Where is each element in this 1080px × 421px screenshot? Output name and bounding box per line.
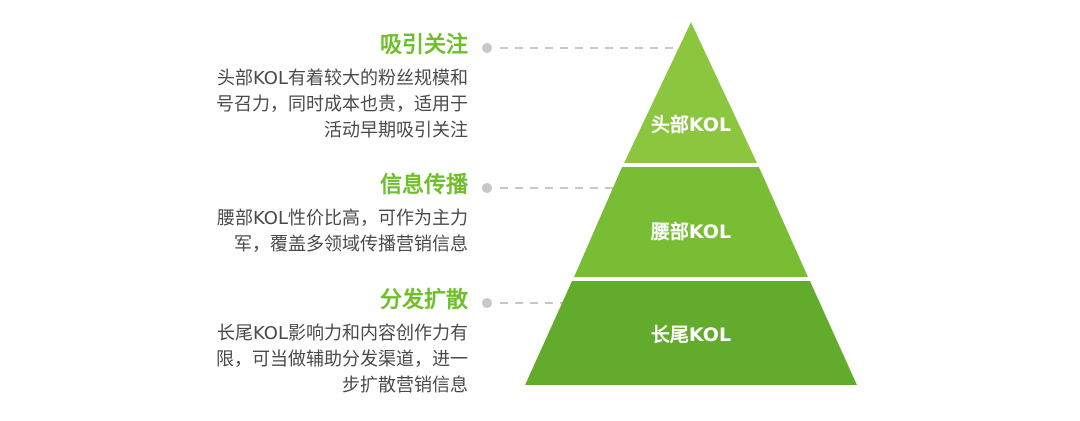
tier-2-desc-line: 军，覆盖多领域传播营销信息 (234, 234, 468, 255)
tier-3-description: 长尾KOL影响力和内容创作力有 限，可当做辅助分发渠道，进一 步扩散营销信息 (216, 321, 468, 399)
tier-1-desc-line: 号召力，同时成本也贵，适用于 (216, 94, 468, 115)
tier-3-title: 分发扩散 (379, 288, 468, 313)
tier-2-description-block: 信息传播 腰部KOL性价比高，可作为主力 军，覆盖多领域传播营销信息 (217, 172, 468, 258)
tier-3-desc-line: 长尾KOL影响力和内容创作力有 (216, 323, 468, 344)
tier-2-shape (574, 167, 808, 277)
tier-3-shape (525, 281, 857, 385)
tier-2-label: 腰部KOL (650, 220, 731, 243)
tier-3-description-block: 分发扩散 长尾KOL影响力和内容创作力有 限，可当做辅助分发渠道，进一 步扩散营… (216, 287, 468, 399)
tier-1-description: 头部KOL有着较大的粉丝规模和 号召力，同时成本也贵，适用于 活动早期吸引关注 (216, 66, 468, 144)
tier-1-label: 头部KOL (651, 113, 731, 136)
tier-2-connector-dot (482, 183, 492, 193)
tier-1-desc-line: 活动早期吸引关注 (324, 120, 468, 141)
tier-1-connector-dot (482, 43, 492, 53)
tier-1-desc-line: 头部KOL有着较大的粉丝规模和 (216, 68, 468, 89)
tier-3-desc-line: 限，可当做辅助分发渠道，进一 (216, 349, 468, 370)
tier-3-label: 长尾KOL (651, 324, 731, 346)
tier-2-description: 腰部KOL性价比高，可作为主力 军，覆盖多领域传播营销信息 (217, 206, 468, 258)
tier-2-title: 信息传播 (379, 173, 468, 198)
tier-1-shape (624, 22, 757, 163)
tier-3-desc-line: 步扩散营销信息 (342, 375, 468, 396)
tier-3-connector-dot (482, 298, 492, 308)
tier-1-title: 吸引关注 (379, 33, 468, 58)
tier-2-desc-line: 腰部KOL性价比高，可作为主力 (216, 208, 468, 229)
tier-1-description-block: 吸引关注 头部KOL有着较大的粉丝规模和 号召力，同时成本也贵，适用于 活动早期… (216, 32, 468, 144)
